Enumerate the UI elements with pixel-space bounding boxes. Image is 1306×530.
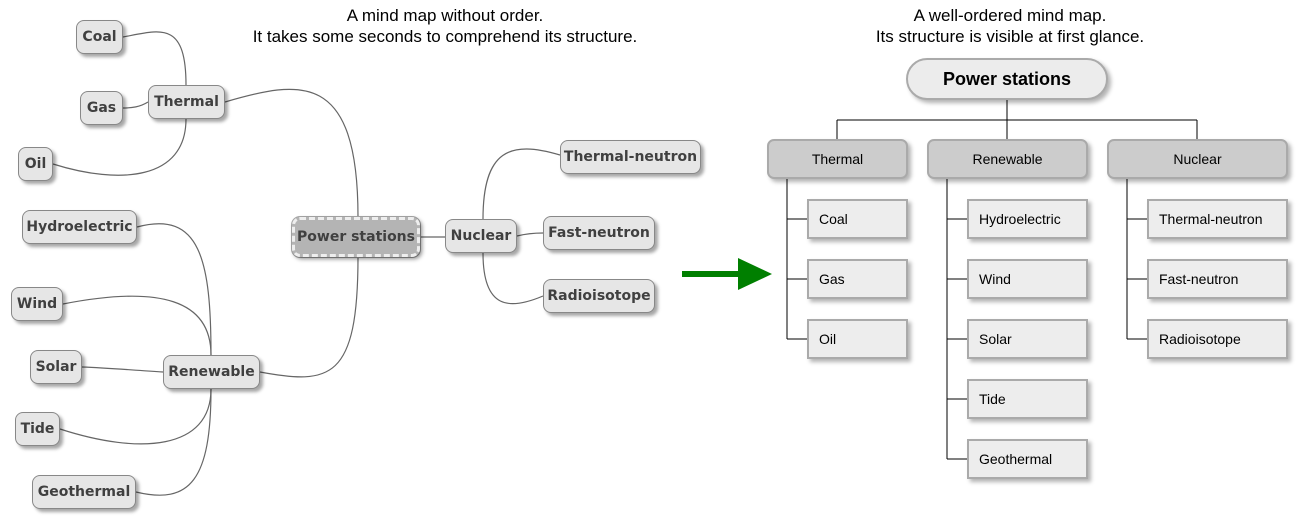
connector-nuclear-fast-neutron (516, 232, 544, 237)
transform-arrow-icon (682, 258, 772, 290)
right-caption-line-1: A well-ordered mind map. (913, 6, 1107, 25)
ordered-item-hydroelectric: Hydroelectric (967, 199, 1088, 239)
connector-nuclear-thermal-neutron (482, 148, 561, 220)
unordered-leaf-radioisotope: Radioisotope (543, 279, 655, 313)
ordered-item-geothermal: Geothermal (967, 439, 1088, 479)
unordered-leaf-fast-neutron: Fast-neutron (543, 216, 655, 250)
ordered-root-node: Power stations (906, 58, 1108, 100)
ordered-item-wind: Wind (967, 259, 1088, 299)
connector-thermal-coal (122, 31, 187, 86)
unordered-branch-thermal: Thermal (148, 85, 225, 119)
ordered-item-fast-neutron: Fast-neutron (1147, 259, 1288, 299)
ordered-item-tide: Tide (967, 379, 1088, 419)
connector-root-renewable (259, 256, 359, 378)
unordered-leaf-wind: Wind (11, 287, 63, 321)
unordered-branch-nuclear: Nuclear (445, 219, 517, 253)
ordered-item-gas: Gas (807, 259, 908, 299)
arrow-head (738, 258, 772, 290)
connector-renewable-hydroelectric (136, 223, 212, 356)
ordered-item-oil: Oil (807, 319, 908, 359)
right-caption-line-2: Its structure is visible at first glance… (875, 27, 1145, 46)
ordered-category-renewable: Renewable (927, 139, 1088, 179)
unordered-branch-renewable: Renewable (163, 355, 260, 389)
unordered-leaf-geothermal: Geothermal (32, 475, 136, 509)
ordered-item-radioisotope: Radioisotope (1147, 319, 1288, 359)
left-caption-line-1: A mind map without order. (346, 6, 544, 25)
connector-renewable-geothermal (135, 388, 212, 496)
ordered-item-thermal-neutron: Thermal-neutron (1147, 199, 1288, 239)
unordered-root-node: Power stations (292, 217, 420, 257)
unordered-leaf-coal: Coal (76, 20, 123, 54)
connector-nuclear-radioisotope (482, 252, 544, 305)
unordered-leaf-hydroelectric: Hydroelectric (22, 210, 137, 244)
connector-thermal-oil (52, 118, 187, 176)
right-caption: A well-ordered mind map. Its structure i… (780, 5, 1240, 47)
ordered-item-coal: Coal (807, 199, 908, 239)
unordered-leaf-thermal-neutron: Thermal-neutron (560, 140, 701, 174)
connector-renewable-tide (59, 388, 212, 445)
ordered-category-thermal: Thermal (767, 139, 908, 179)
unordered-leaf-gas: Gas (80, 91, 123, 125)
connector-renewable-solar (81, 366, 164, 373)
ordered-item-solar: Solar (967, 319, 1088, 359)
unordered-leaf-tide: Tide (15, 412, 60, 446)
connector-renewable-wind (62, 295, 212, 356)
ordered-category-nuclear: Nuclear (1107, 139, 1288, 179)
left-caption-line-2: It takes some seconds to comprehend its … (252, 27, 638, 46)
connector-root-thermal (224, 88, 359, 218)
connector-thermal-gas (122, 101, 149, 109)
left-caption: A mind map without order. It takes some … (190, 5, 700, 47)
unordered-leaf-oil: Oil (18, 147, 53, 181)
unordered-leaf-solar: Solar (30, 350, 82, 384)
